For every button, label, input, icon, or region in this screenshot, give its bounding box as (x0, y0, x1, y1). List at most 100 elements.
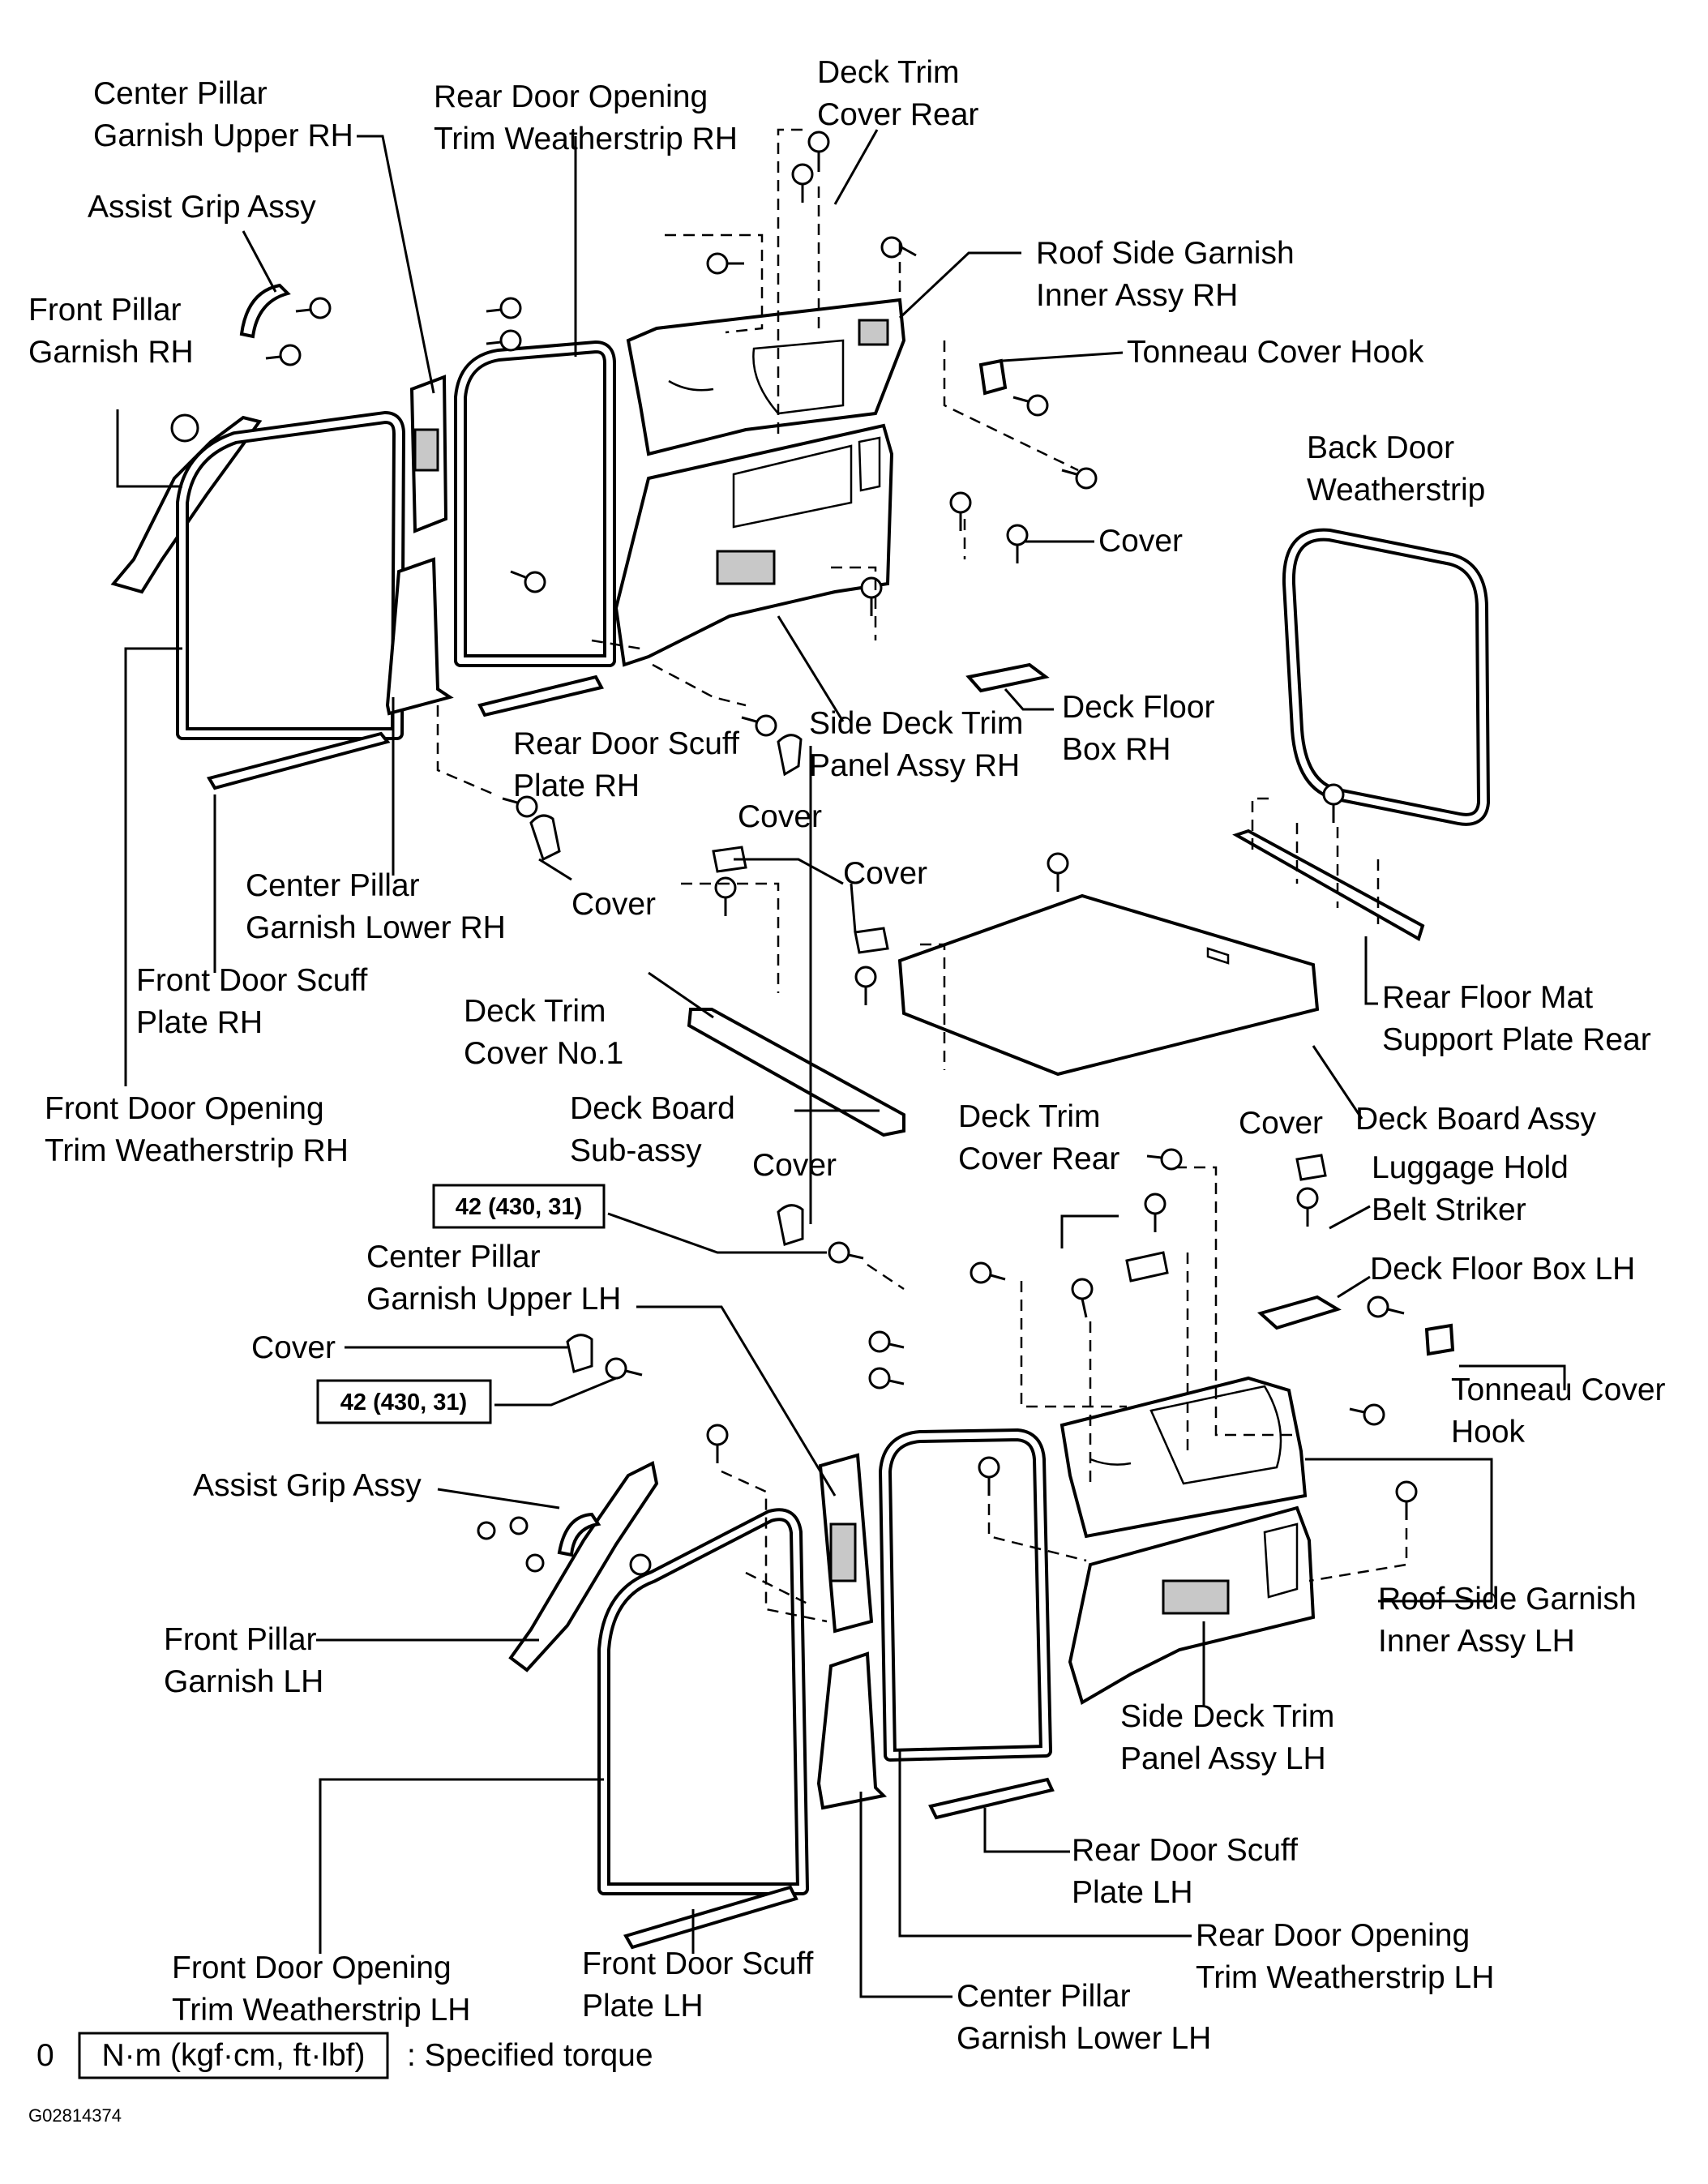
label-cover-lh-left: Cover (251, 1330, 336, 1365)
screw-32 (1395, 1480, 1418, 1520)
screw-26 (970, 1261, 1006, 1284)
screw-24 (1367, 1295, 1405, 1318)
cover-part-deck-2 (854, 927, 889, 954)
screw-35 (477, 1516, 545, 1573)
label-deck-trim-cover-rear-mid: Deck Trim Cover Rear (958, 1099, 1119, 1176)
screw-28 (868, 1367, 905, 1390)
cover-part-deck-1 (712, 846, 747, 873)
screw-22 (1144, 1193, 1166, 1232)
rear-floor-mat-support-plate (1232, 829, 1425, 941)
screw-15 (714, 876, 737, 916)
screw-11 (741, 714, 777, 737)
torque-box-1 (432, 1184, 606, 1229)
rear-door-scuff-lh (928, 1777, 1055, 1820)
legend: 0 N·m (kgf·cm, ft·lbf) : Specified torqu… (28, 2032, 653, 2126)
roof-side-garnish-rh (626, 298, 906, 456)
screw-17 (486, 297, 522, 319)
screw-23 (1296, 1187, 1319, 1227)
screw-19 (295, 297, 332, 319)
screw-33 (1349, 1403, 1385, 1426)
label-rear-door-opening-lh: Rear Door Opening Trim Weatherstrip LH (1196, 1918, 1494, 1995)
label-front-pillar-rh: Front Pillar Garnish RH (28, 293, 194, 370)
screw-1 (807, 131, 830, 172)
front-door-scuff-lh (623, 1885, 798, 1950)
center-pillar-lower-lh (816, 1651, 888, 1810)
label-deck-floor-box-lh: Deck Floor Box LH (1370, 1252, 1635, 1287)
assembly-lines (436, 128, 1408, 1623)
label-front-door-opening-rh: Front Door Opening Trim Weatherstrip RH (45, 1091, 349, 1168)
rear-door-weatherstrip-rh (454, 340, 616, 667)
screw-6 (1061, 467, 1098, 490)
torque-box-2 (316, 1379, 492, 1424)
label-assist-grip-rh: Assist Grip Assy (88, 190, 316, 225)
screw-25 (828, 1241, 864, 1264)
label-rear-door-scuff-rh: Rear Door Scuff Plate RH (513, 726, 748, 803)
screw-12 (502, 795, 538, 818)
label-tonneau-hook-lh: Tonneau Cover Hook (1451, 1372, 1674, 1450)
screw-9 (860, 576, 883, 616)
label-front-door-scuff-rh: Front Door Scuff Plate RH (136, 963, 376, 1040)
legend-unit-box (78, 2032, 389, 2079)
labels: Center Pillar Garnish Upper RH Rear Door… (28, 55, 1674, 2056)
legend-unit-text: N·m (kgf·cm, ft·lbf) (102, 2038, 366, 2073)
label-front-door-opening-lh: Front Door Opening Trim Weatherstrip LH (172, 1951, 470, 2028)
side-deck-trim-rh (614, 423, 894, 667)
screw-13 (1047, 852, 1069, 892)
screw-5 (1012, 394, 1049, 417)
torque-box-2-text: 42 (430, 31) (340, 1390, 467, 1415)
lh-parts (508, 1204, 1455, 1950)
cover-part-luggage (1295, 1154, 1327, 1181)
screw-8 (1006, 524, 1029, 563)
assist-grip-lh (557, 1512, 601, 1557)
back-door-weatherstrip (1282, 528, 1490, 826)
tonneau-hook-rh (978, 358, 1008, 396)
fasteners (265, 131, 1418, 1576)
clip-front-pillar-rh (170, 413, 199, 443)
deck-board-assy (897, 893, 1320, 1077)
cover-part-rh-2 (777, 734, 803, 777)
rh-parts (110, 283, 1490, 1181)
torque-box-1-text: 42 (430, 31) (456, 1194, 582, 1220)
label-rear-door-opening-rh: Rear Door Opening Trim Weatherstrip RH (434, 79, 738, 156)
label-cover-pillar-rh: Cover (571, 887, 656, 922)
label-roof-side-garnish-rh: Roof Side Garnish Inner Assy RH (1036, 236, 1303, 313)
label-rear-floor-mat: Rear Floor Mat Support Plate Rear (1382, 980, 1651, 1057)
label-cover-luggage: Cover (1239, 1106, 1323, 1141)
label-deck-board-assy: Deck Board Assy (1355, 1102, 1596, 1137)
label-center-pillar-lower-rh: Center Pillar Garnish Lower RH (246, 868, 506, 945)
screw-31 (978, 1456, 1000, 1496)
label-cover-side-deck-rh: Cover (738, 799, 822, 834)
rear-door-scuff-rh (477, 674, 604, 717)
screw-14 (1322, 783, 1345, 823)
legend-description: : Specified torque (407, 2038, 653, 2073)
screw-18 (486, 329, 522, 352)
cover-part-lh-2 (566, 1334, 593, 1373)
label-deck-floor-box-rh: Deck Floor Box RH (1062, 690, 1223, 767)
screw-4 (880, 236, 917, 259)
screw-16 (854, 966, 877, 1005)
screw-7 (949, 491, 972, 531)
legend-marker: 0 (36, 2038, 54, 2073)
label-deck-trim-cover-no1: Deck Trim Cover No.1 (464, 994, 623, 1071)
screw-2 (791, 163, 814, 203)
center-pillar-lower-rh (385, 557, 454, 716)
label-front-pillar-lh: Front Pillar Garnish LH (164, 1622, 325, 1699)
label-rear-door-scuff-lh: Rear Door Scuff Plate LH (1072, 1833, 1307, 1910)
cover-part-rh-1 (529, 814, 561, 862)
label-center-pillar-lower-lh: Center Pillar Garnish Lower LH (957, 1979, 1211, 2056)
screw-20 (265, 344, 302, 366)
screw-27 (868, 1330, 905, 1353)
screw-21 (1146, 1148, 1183, 1171)
label-side-deck-trim-rh: Side Deck Trim Panel Assy RH (809, 706, 1032, 783)
screw-34 (1071, 1278, 1094, 1318)
tonneau-hook-lh (1424, 1323, 1455, 1356)
label-center-pillar-upper-rh: Center Pillar Garnish Upper RH (93, 76, 353, 153)
front-pillar-garnish-lh (508, 1461, 659, 1672)
screw-30 (706, 1424, 729, 1463)
screw-3 (706, 252, 744, 275)
leader-lines (116, 129, 1566, 1998)
figure-id: G02814374 (28, 2105, 122, 2126)
torque-callouts: 42 (430, 31) 42 (430, 31) (316, 1184, 606, 1424)
label-deck-board-sub: Deck Board Sub-assy (570, 1091, 744, 1168)
